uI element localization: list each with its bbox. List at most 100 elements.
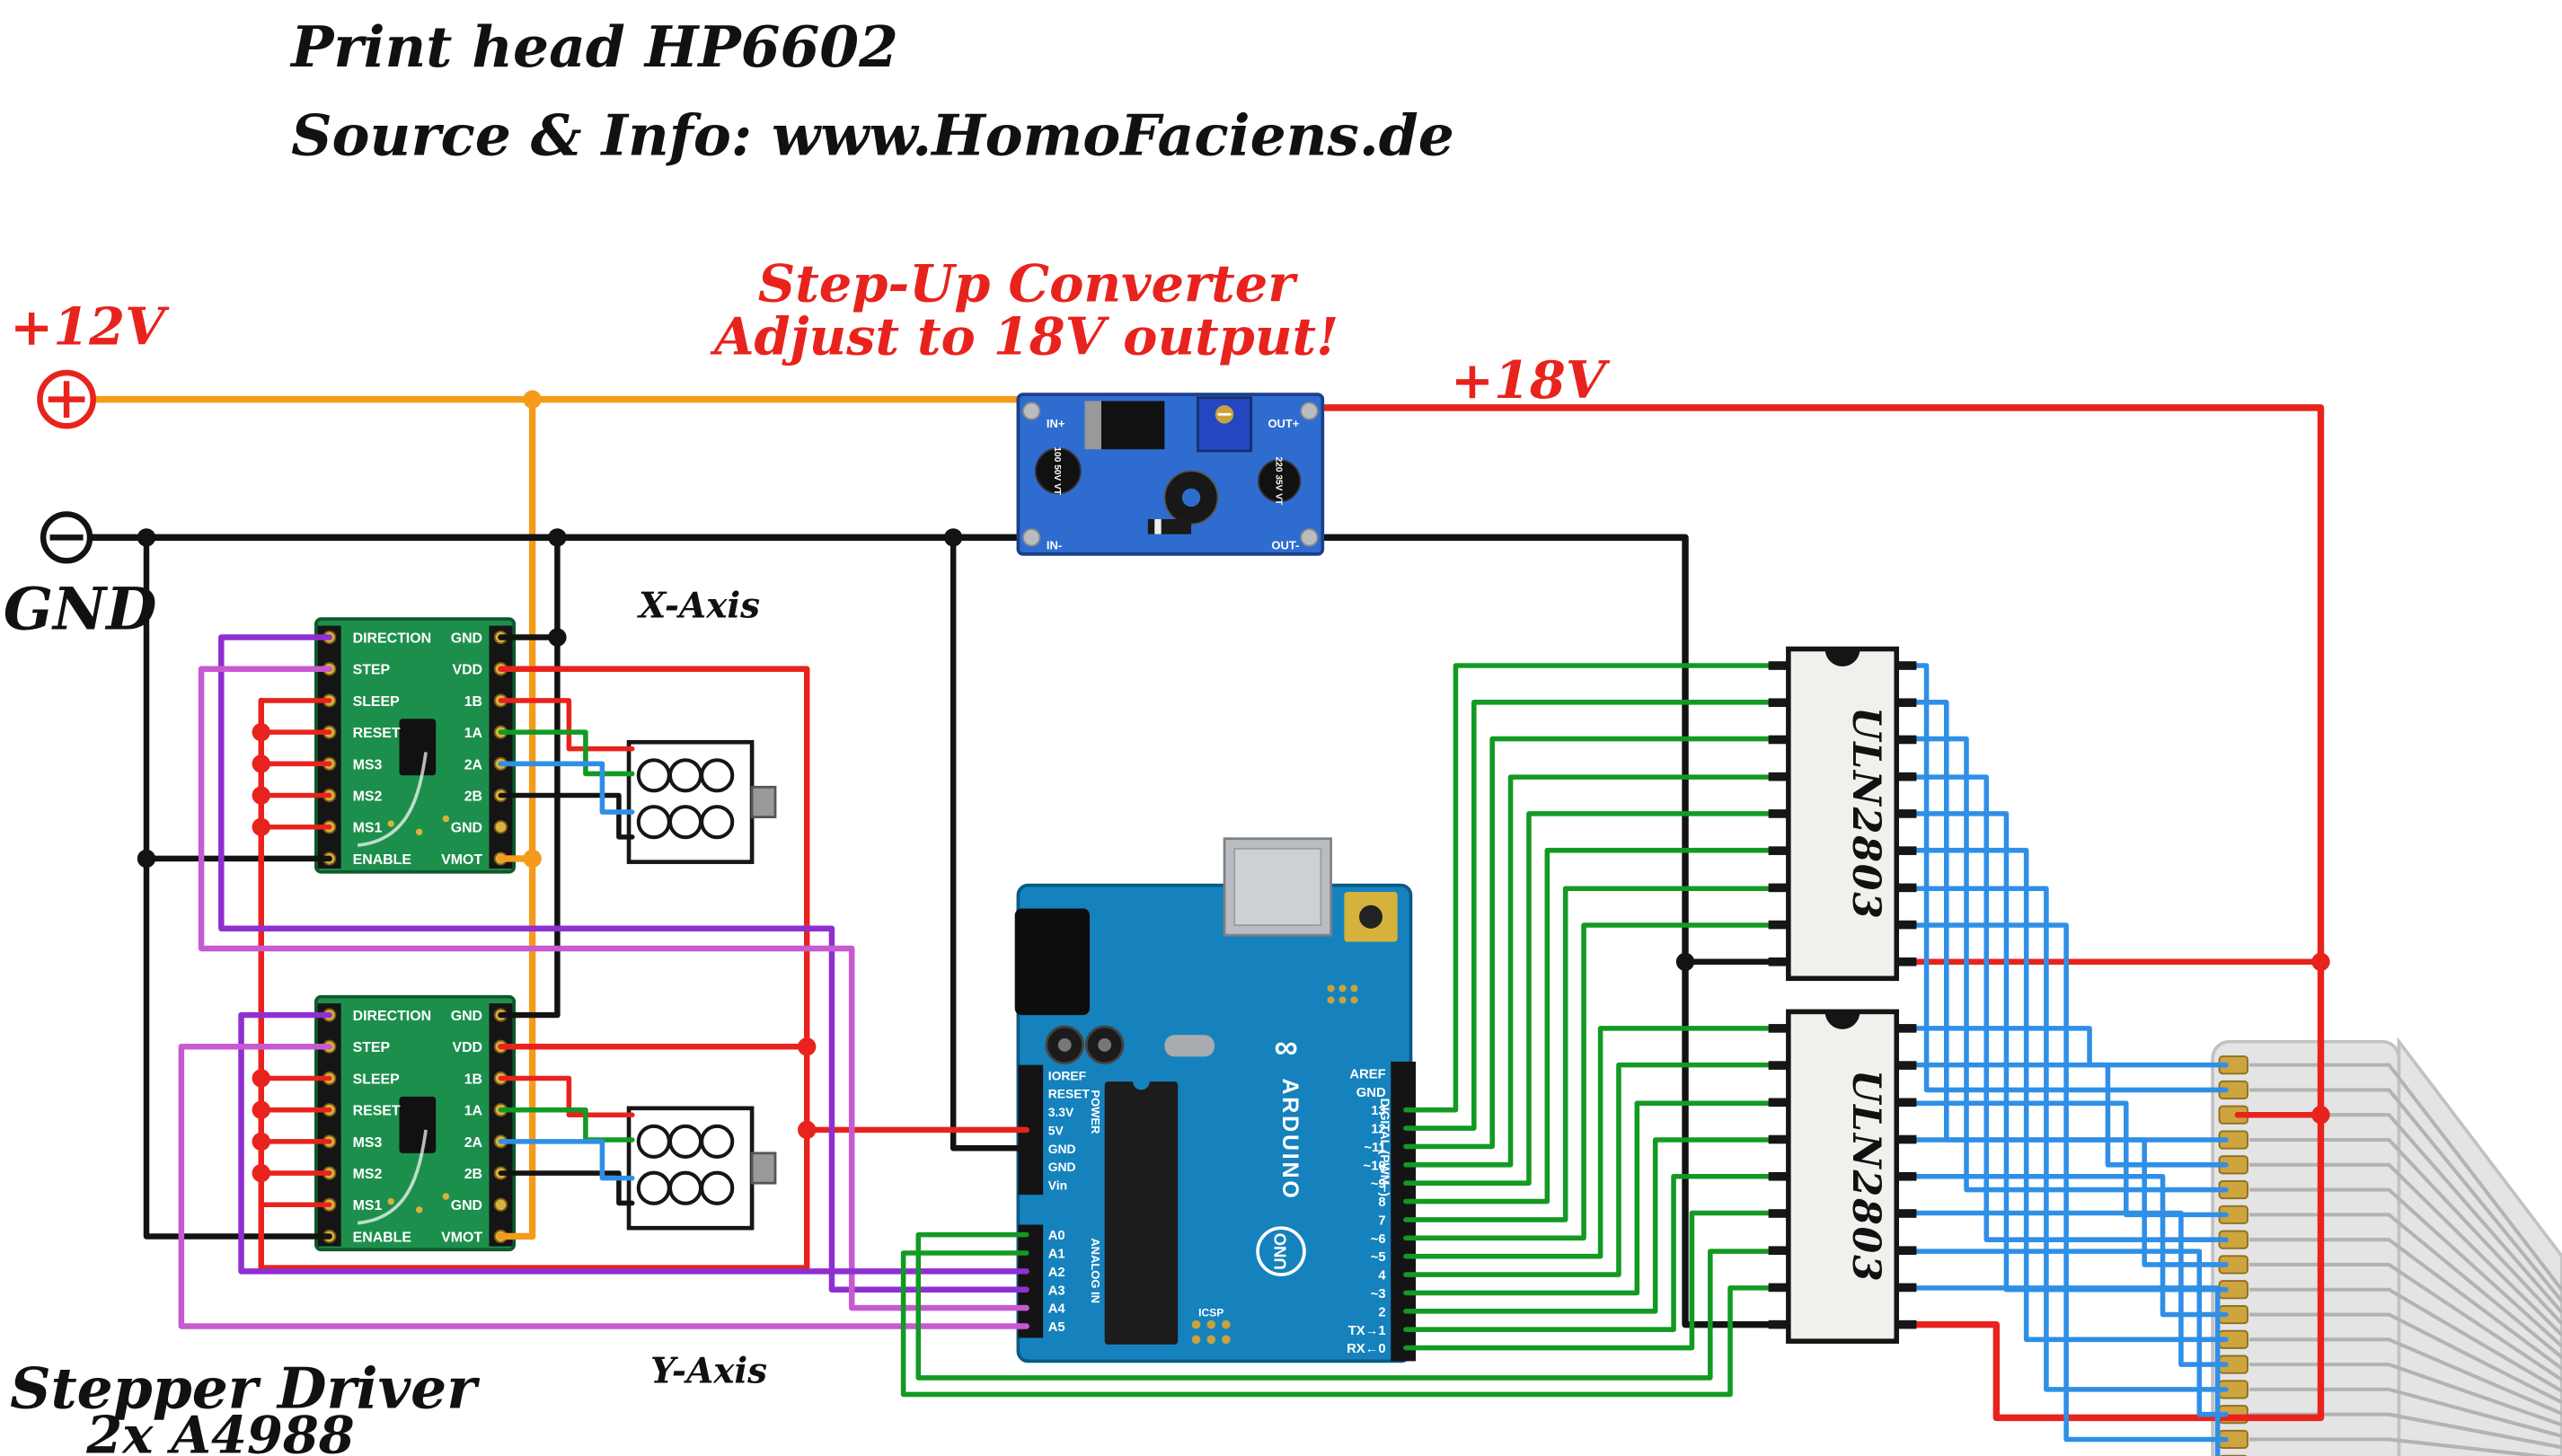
arduino-pin-label: A5 [1048, 1320, 1065, 1335]
junction-dot [2311, 1106, 2330, 1125]
wire-green [1403, 774, 1791, 1168]
arduino-pin-label: ~5 [1371, 1250, 1386, 1265]
wire-green [1403, 1100, 1791, 1296]
wire-black [950, 534, 1029, 1152]
junction-dot [252, 1163, 270, 1183]
wire-green [498, 729, 635, 777]
motor-coil [700, 1170, 735, 1205]
arduino-pin-label: Vin [1048, 1178, 1067, 1193]
ribbon-trace [2248, 1312, 2562, 1405]
diode [1147, 519, 1191, 534]
stepper-motors [626, 739, 777, 1231]
wire-black [498, 534, 561, 1019]
wire-green [1403, 886, 1791, 1222]
driver-pin-label: 1B [464, 1072, 482, 1087]
junction-dot [137, 849, 156, 869]
driver-pin-label: MS1 [353, 1198, 383, 1213]
power-caption: POWER [1089, 1090, 1102, 1134]
wire-green [1403, 1210, 1791, 1351]
uln-pin-stub [1768, 920, 1789, 930]
ribbon-trace [2248, 1137, 2562, 1326]
wire-green [1403, 1137, 1791, 1314]
ribbon-trace [2248, 1213, 2562, 1359]
stepper-driver-board-x [314, 617, 517, 874]
uno-logo-circle [1256, 1226, 1306, 1276]
in-plus-label: IN+ [1047, 417, 1065, 430]
ribbon-trace [2248, 1387, 2562, 1438]
v12-terminal [37, 369, 96, 429]
wire-red [498, 1075, 635, 1118]
arduino-pin-label: A2 [1048, 1266, 1065, 1280]
driver-pin-label: GND [451, 1198, 482, 1213]
icsp-pad [1350, 996, 1358, 1004]
uln-pin-stub [1896, 1209, 1917, 1218]
wire-black [88, 534, 1792, 1328]
gnd-label: GND [4, 575, 157, 643]
uln-pin-stub [1896, 957, 1917, 966]
ribbon-trace [2248, 1162, 2562, 1337]
junction-dot [1675, 952, 1695, 971]
driver-pin-label: RESET [353, 1104, 401, 1119]
arduino-pin-label: TX→1 [1348, 1324, 1386, 1338]
arduino-pin-label: A4 [1048, 1302, 1066, 1317]
icsp-pad [1191, 1335, 1201, 1345]
uln2803-chip-2: ULN2803 [1768, 1009, 1917, 1344]
digital-header [1391, 1061, 1417, 1362]
wire-blue [1894, 1249, 2229, 1417]
wire-blue [498, 761, 635, 815]
icsp-label: ICSP [1198, 1306, 1224, 1319]
wire-green [1403, 700, 1791, 1131]
wire-black [143, 534, 332, 1240]
solder-pad [1300, 402, 1319, 420]
wire-blue [1894, 774, 2229, 1242]
uln-pin-stub [1896, 772, 1917, 781]
solder-pad [1022, 402, 1041, 420]
wire-blue [1894, 1137, 2229, 1267]
caption-line-1: Stepper Driver [10, 1355, 480, 1421]
wire-blue [1894, 1026, 2229, 1068]
uln-pin-stub [1896, 661, 1917, 670]
arduino-pin-label: 7 [1378, 1213, 1385, 1228]
uln-pin-stub [1768, 1134, 1789, 1144]
regulator-ic [1100, 401, 1165, 450]
arduino-pin-label: ~10 [1364, 1159, 1386, 1173]
ribbon-trace [2248, 1437, 2556, 1456]
driver-pin-label: SLEEP [353, 694, 401, 710]
uln-label: ULN2803 [1843, 707, 1888, 921]
uln-pin-stub [1768, 957, 1789, 966]
driver-pin-label: MS3 [353, 757, 383, 772]
wire-green [1403, 1062, 1791, 1277]
stepper-driver-board-y [314, 994, 517, 1252]
uln-pin-stub [1896, 1171, 1917, 1181]
arduino-pin-label: 2 [1378, 1305, 1385, 1319]
wire-green [1403, 663, 1791, 1113]
arduino-pin-label: RX←0 [1347, 1342, 1386, 1356]
wire-blue [1894, 922, 2229, 1443]
wire-green [1403, 847, 1791, 1205]
out-minus-label: OUT- [1271, 538, 1299, 552]
driver-pin-label: STEP [353, 663, 391, 678]
junction-dot [252, 754, 270, 773]
regulator-heatsink [1084, 401, 1101, 450]
uln-pin-stub [1768, 1098, 1789, 1107]
ribbon-trace [2248, 1363, 2562, 1427]
driver-pin-label: VMOT [441, 1230, 482, 1245]
driver-pin-label: ENABLE [353, 1230, 411, 1245]
driver-pin [493, 1197, 508, 1212]
power-jack [1014, 908, 1091, 1016]
uln-pin-stub [1768, 883, 1789, 893]
wire-red [498, 698, 635, 752]
v12-label: +12V [10, 296, 170, 357]
driver-pin-label: SLEEP [353, 1072, 401, 1087]
driver-pin-label: MS1 [353, 821, 383, 836]
arduino-pin-label: A1 [1048, 1248, 1065, 1262]
uln-pin-stub [1768, 809, 1789, 818]
wire-orange [497, 395, 536, 1240]
wire-blue [1894, 700, 2229, 1143]
driver-pin-label: MS2 [353, 1167, 383, 1182]
driver-pin-label: 1B [464, 694, 482, 710]
arduino-pin-label: 13 [1371, 1104, 1385, 1118]
digital-caption: DIGITAL (PWM~) [1378, 1099, 1392, 1196]
wire-black [498, 1170, 635, 1206]
motor-shaft [750, 785, 777, 819]
